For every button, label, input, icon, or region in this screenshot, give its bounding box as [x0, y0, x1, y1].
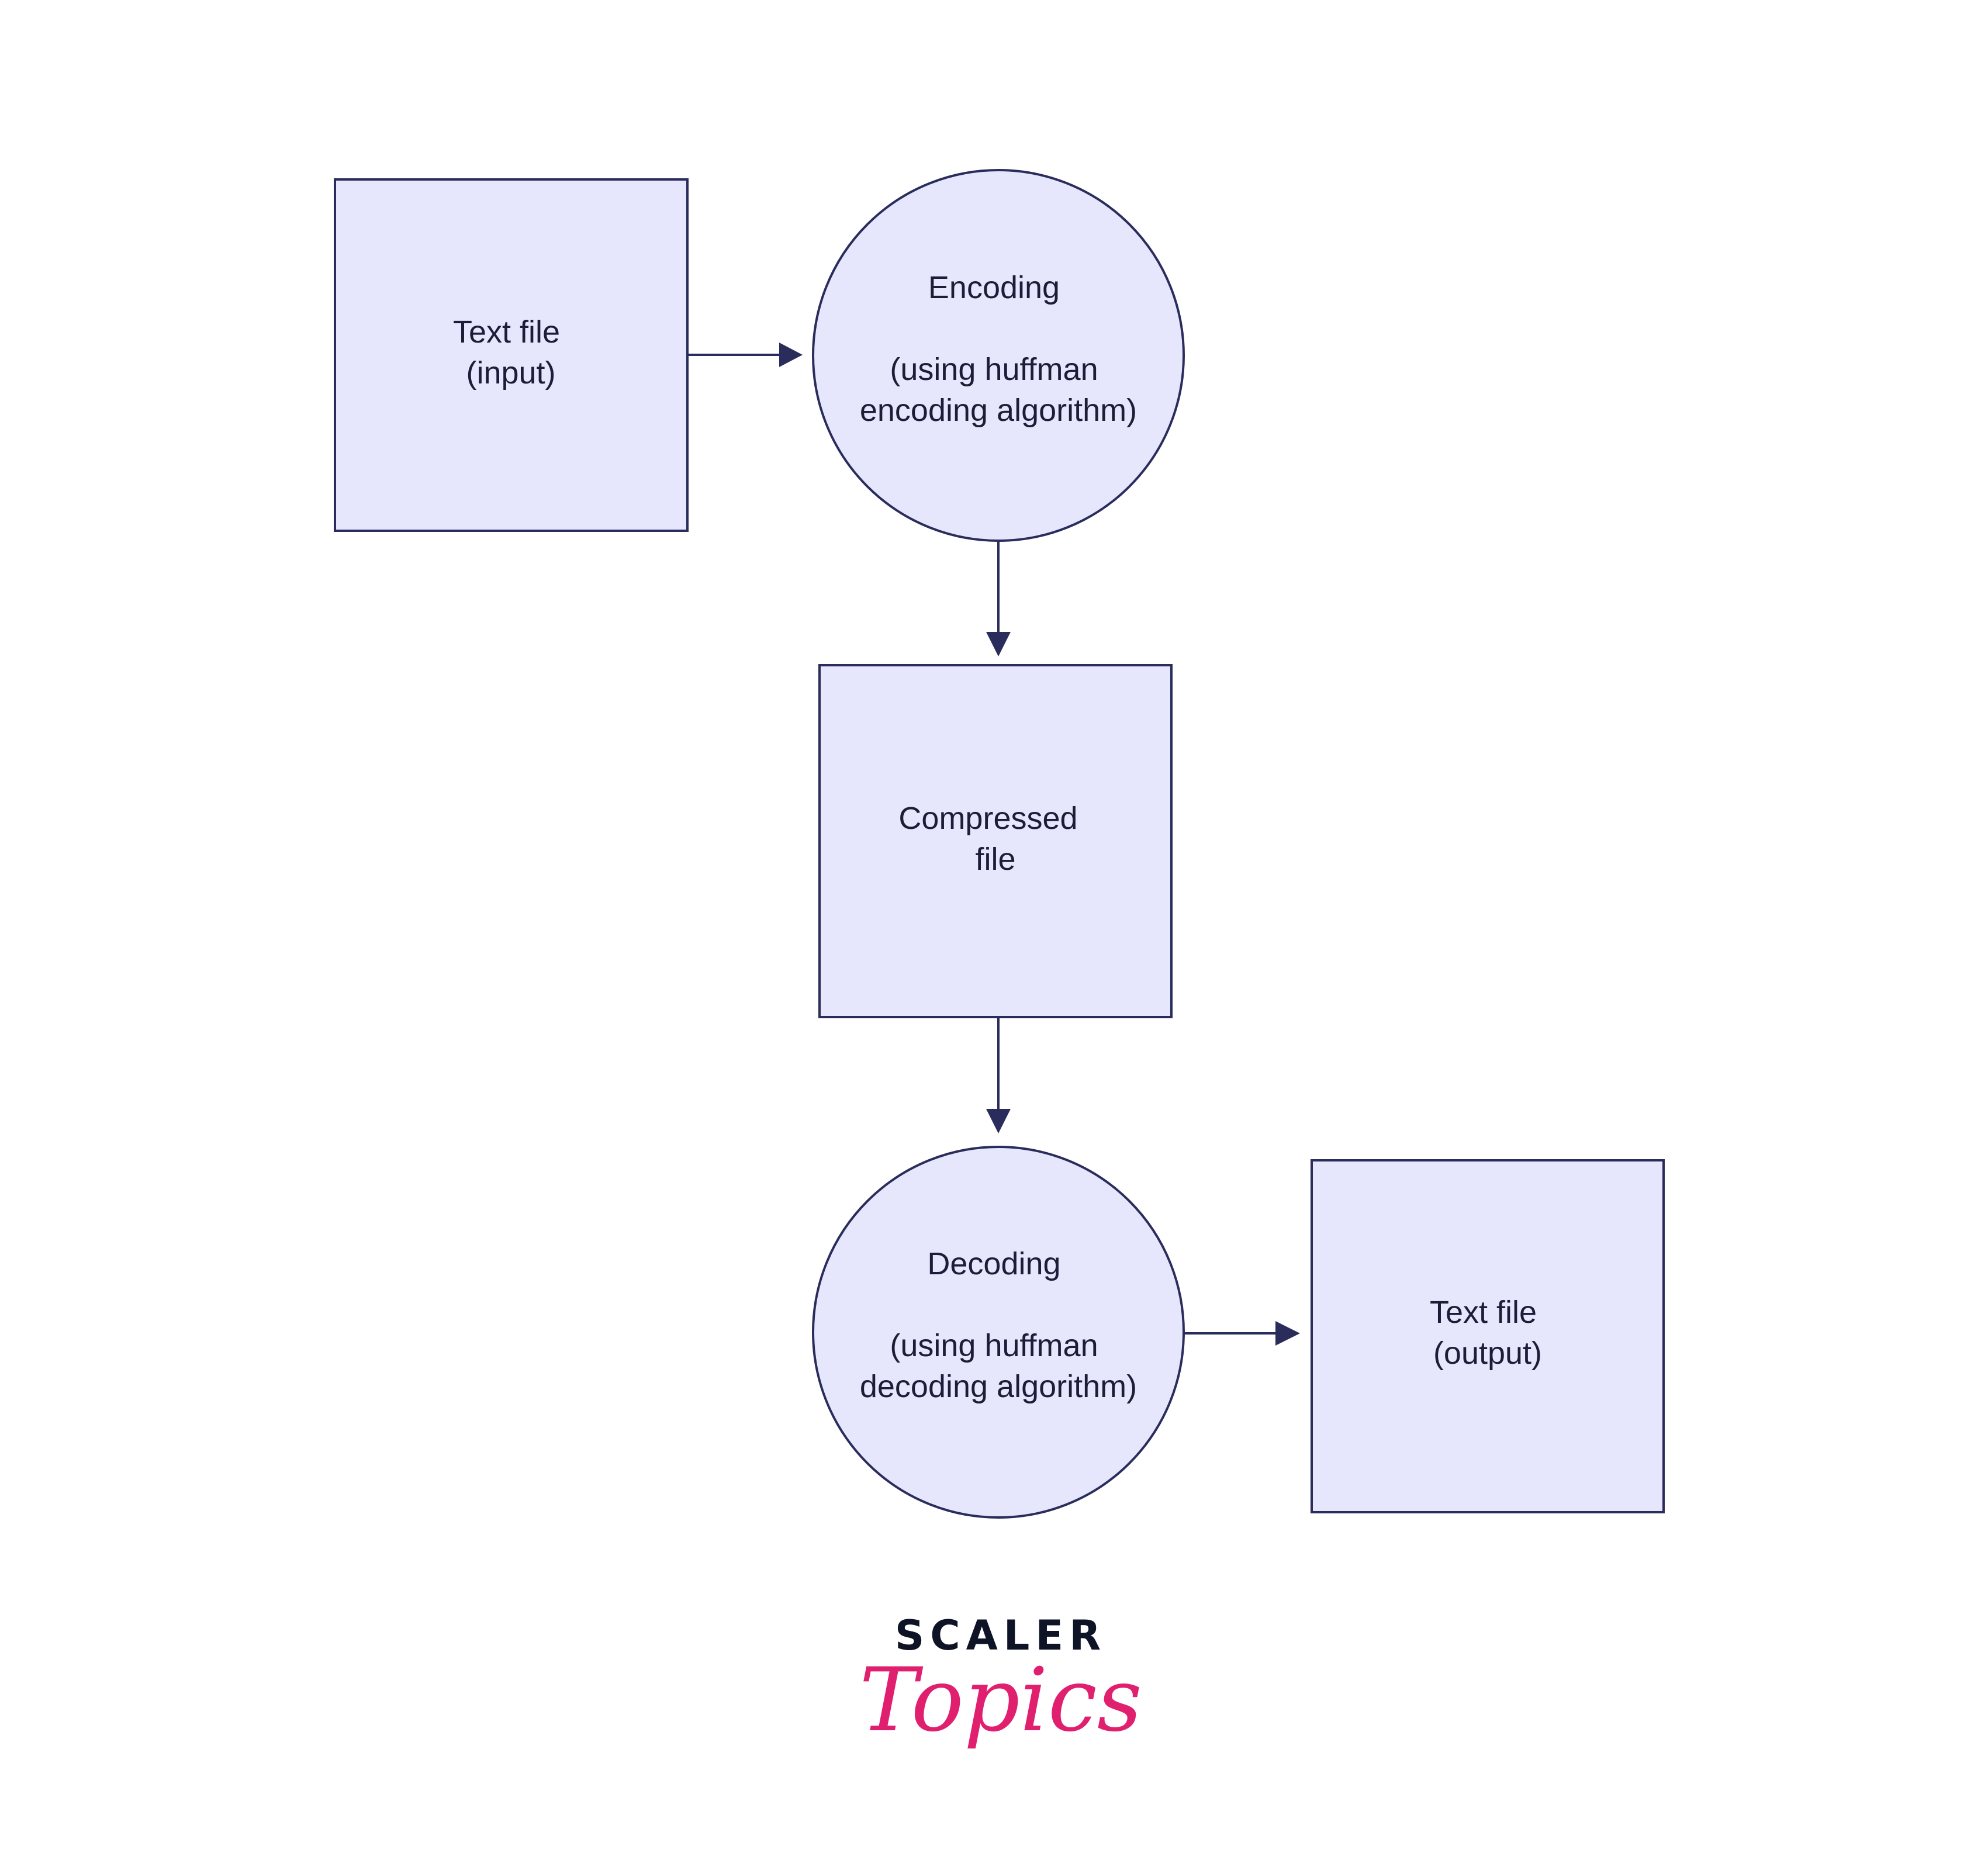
encoding-line-4: encoding algorithm): [860, 393, 1137, 428]
compressed-label: Compressed file: [898, 801, 1086, 877]
arrowhead-decoding-to-output: [1275, 1321, 1300, 1346]
arrowhead-compressed-to-decoding: [986, 1109, 1011, 1133]
encoding-circle: [812, 169, 1185, 542]
decoding-circle: [812, 1146, 1185, 1519]
decoding-line-3: (using huffman: [890, 1328, 1098, 1363]
text-input-label: Text file (input): [453, 314, 569, 390]
text-output-box: [1311, 1159, 1665, 1513]
logo-topics-text: Topics: [859, 1650, 1142, 1751]
text-input-line-1: Text file: [453, 314, 560, 350]
arrowhead-input-to-encoding: [779, 343, 803, 367]
node-text-input: Text file (input): [334, 178, 689, 532]
encoding-line-1: Encoding: [928, 270, 1060, 305]
node-compressed: Compressed file: [818, 664, 1173, 1018]
text-output-line-2: (output): [1433, 1336, 1542, 1371]
compressed-box: [818, 664, 1173, 1018]
scaler-topics-logo: SCALER Topics: [859, 1612, 1142, 1751]
logo-scaler-text: SCALER: [895, 1612, 1107, 1660]
text-input-box: [334, 178, 689, 532]
encoding-label: Encoding (using huffman encoding algorit…: [860, 270, 1137, 428]
node-text-output: Text file (output): [1311, 1159, 1665, 1513]
decoding-line-4: decoding algorithm): [860, 1369, 1137, 1404]
arrowhead-encoding-to-compressed: [986, 632, 1011, 656]
decoding-line-1: Decoding: [927, 1246, 1060, 1281]
node-decoding: Decoding (using huffman decoding algorit…: [812, 1146, 1185, 1519]
decoding-label: Decoding (using huffman decoding algorit…: [860, 1246, 1137, 1404]
text-input-line-2: (input): [466, 355, 555, 390]
edges: [688, 343, 1300, 1346]
compressed-line-1: Compressed: [898, 801, 1077, 836]
compressed-line-2: file: [975, 842, 1015, 877]
text-output-label: Text file (output): [1430, 1295, 1546, 1371]
text-output-line-1: Text file: [1430, 1295, 1537, 1330]
encoding-line-3: (using huffman: [890, 352, 1098, 387]
node-encoding: Encoding (using huffman encoding algorit…: [812, 169, 1185, 542]
